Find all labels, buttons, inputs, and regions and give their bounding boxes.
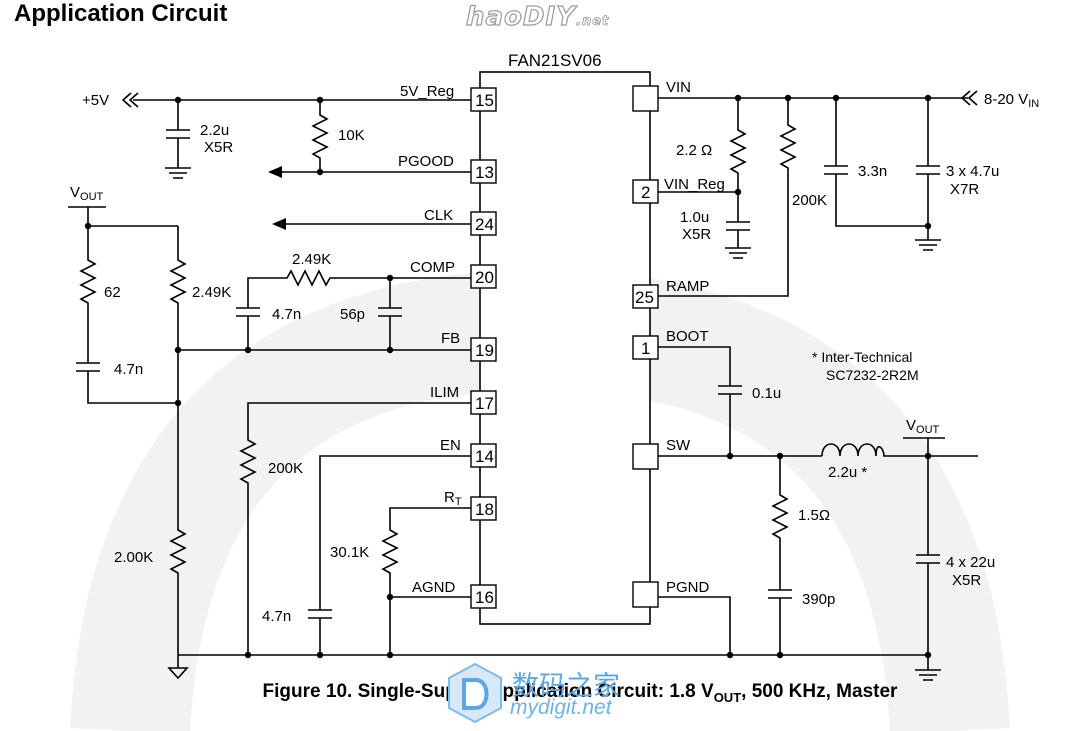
r-vin-value: 2.2 Ω (676, 142, 712, 159)
c-out-value: 4 x 22u (946, 554, 995, 571)
rail-vout-right: VOUT (906, 417, 940, 436)
pin-num-16: 16 (475, 588, 494, 607)
pin-num-2: 2 (641, 183, 650, 202)
mydigit-url-text: mydigit.net (510, 696, 612, 719)
r-rt-value: 30.1K (330, 544, 369, 561)
pin-label-boot: BOOT (666, 328, 709, 345)
pin-label-vin: VIN (666, 79, 691, 96)
mydigit-logo-icon (448, 662, 502, 724)
r-ramp-value: 200K (792, 192, 827, 209)
haodiy-watermark: haoDIY.net (465, 1, 610, 32)
ic-name: FAN21SV06 (508, 51, 602, 70)
c-5v-value: 2.2u (200, 122, 229, 139)
pin-num-19: 19 (475, 341, 494, 360)
rail-plus5v: +5V (82, 92, 109, 109)
pin-label-sw: SW (666, 437, 691, 454)
r-249-fb-value: 2.49K (192, 284, 231, 301)
c-in-type: X7R (950, 181, 979, 198)
c-47n-ff-value: 4.7n (114, 361, 143, 378)
l-out-value: 2.2u * (828, 464, 867, 481)
pin-label-fb: FB (441, 330, 460, 347)
pin-num-13: 13 (475, 163, 494, 182)
r-ilim-value: 200K (268, 460, 303, 477)
rail-vout-left: VOUT (70, 184, 104, 203)
pin-num-18: 18 (475, 500, 494, 519)
r-bottom-value: 2.00K (114, 549, 153, 566)
page-title: Application Circuit (14, 0, 228, 27)
pin-num-17: 17 (475, 394, 494, 413)
left-pins: 15 5V_Reg 13 PGOOD 24 CLK 20 COMP 19 FB … (398, 83, 497, 609)
inductor-note-line1: * Inter-Technical (812, 349, 912, 365)
pin-label-pgood: PGOOD (398, 153, 454, 170)
c-boot-value: 0.1u (752, 385, 781, 402)
pin-label-ilim: ILIM (430, 384, 459, 401)
r-249-comp-value: 2.49K (292, 251, 331, 268)
pin-label-vinreg: VIN_Reg (664, 176, 725, 193)
c-56p-value: 56p (340, 306, 365, 323)
pin-num-1: 1 (641, 339, 650, 358)
right-pins: VIN 2 VIN_Reg 25 RAMP 1 BOOT SW PGND (632, 79, 725, 608)
right-wiring: 8-20 VIN 2.2 Ω 1.0u X5R 200K 3.3n 3 x 4.… (658, 90, 1039, 681)
pin-label-pgnd: PGND (666, 579, 710, 596)
pin-label-ramp: RAMP (666, 278, 709, 295)
r-62-value: 62 (104, 284, 121, 301)
c-vinreg-value: 1.0u (680, 209, 709, 226)
c-33n-value: 3.3n (858, 163, 887, 180)
c-5v-type: X5R (204, 139, 233, 156)
mydigit-cn-text: 数码之家 (512, 671, 620, 702)
pin-num-15: 15 (475, 91, 494, 110)
pin-num-24: 24 (475, 215, 494, 234)
inductor-note-line2: SC7232-2R2M (826, 367, 919, 383)
c-vinreg-type: X5R (682, 226, 711, 243)
c-comp-value: 4.7n (272, 306, 301, 323)
left-wiring: +5V 2.2u X5R 10K VOUT 62 4.7n 2.49K (68, 92, 928, 680)
ic-body (479, 71, 651, 625)
pin-label-agnd: AGND (412, 579, 456, 596)
r-pgood-value: 10K (338, 127, 365, 144)
pin-num-14: 14 (475, 447, 494, 466)
pin-label-comp: COMP (410, 259, 455, 276)
c-snub-value: 390p (802, 591, 835, 608)
pin-label-5vreg: 5V_Reg (400, 83, 454, 100)
c-out-type: X5R (952, 572, 981, 589)
pin-label-en: EN (440, 437, 461, 454)
pin-num-20: 20 (475, 268, 494, 287)
r-snub-value: 1.5Ω (798, 507, 830, 524)
c-in-value: 3 x 4.7u (946, 163, 999, 180)
c-en-value: 4.7n (262, 608, 291, 625)
pin-num-25: 25 (635, 288, 654, 307)
pin-label-clk: CLK (424, 207, 453, 224)
rail-vin: 8-20 VIN (984, 91, 1039, 110)
pin-label-rt: RT (444, 489, 462, 508)
